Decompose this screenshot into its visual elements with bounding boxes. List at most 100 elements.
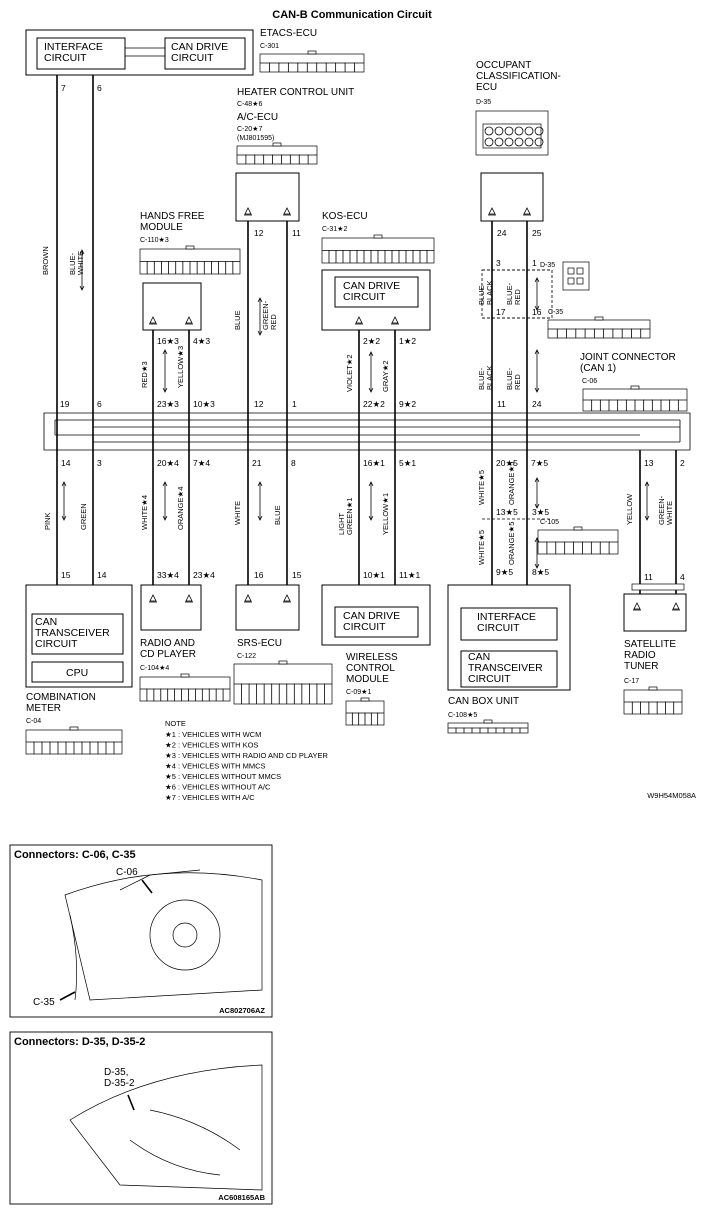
heater-terminal-11	[283, 207, 291, 215]
occupant-connector-pin	[504, 137, 514, 147]
canbox-signal-arrow-bottom-down	[534, 563, 540, 569]
combination-cpu-label: CPU	[66, 667, 88, 679]
satellite-signal-arrow-up	[644, 481, 650, 487]
note-item-7: ★7 : VEHICLES WITH A/C	[165, 793, 255, 802]
joint-bottom-pin-7: 5★1	[399, 458, 416, 468]
canbox-unit-code: C-108★5	[448, 711, 477, 719]
diagram-title: CAN-B Communication Circuit	[272, 9, 432, 21]
wcm-signal-arrow-down	[368, 515, 374, 521]
note-item-1: ★1 : VEHICLES WITH WCM	[165, 730, 261, 739]
canbox-wire-color-orange-top: ORANGE★5	[507, 462, 516, 505]
panel-d35	[9, 1031, 273, 1205]
srs-wire-color-blue: BLUE	[273, 505, 282, 525]
heater-pin-11: 11	[292, 228, 301, 238]
occupant-signal-arrow-top-down	[534, 305, 540, 311]
panel1-arrow-c35	[59, 991, 76, 1001]
etacs-connector-c301-key	[307, 50, 317, 55]
wcm-code-c09: C-09★1	[346, 688, 371, 696]
etacs-ecu-name: ETACS-ECU	[260, 28, 317, 39]
occupant-terminal-25	[523, 207, 531, 215]
occupant-connector-pin	[524, 137, 534, 147]
panel1-steering-hub	[172, 922, 198, 948]
occupant-connector-pin	[514, 126, 524, 136]
kos-wire-color-gray: GRAY★2	[381, 360, 390, 392]
kos-signal-arrow-down	[368, 387, 374, 393]
occupant-connector-pin	[494, 126, 504, 136]
d35-small-code: D-35	[540, 262, 555, 269]
combination-cpu	[31, 661, 124, 683]
joint-pin-22: 22★2	[363, 399, 385, 409]
wcm-connector-key	[360, 697, 370, 702]
kos-ecu-code-c31: C-31★2	[322, 225, 347, 233]
panel1-cluster	[119, 869, 201, 891]
hands-free-terminal-4	[185, 316, 193, 324]
radio-connector-c104-key	[180, 673, 190, 678]
heater-terminal-12	[244, 207, 252, 215]
radio-signal-arrow-up	[162, 481, 168, 487]
ac-ecu-name: A/C-ECU	[237, 112, 278, 123]
combination-signal-arrow-down	[61, 515, 67, 521]
etacs-pin-6: 6	[97, 83, 102, 93]
occupant-connector-pin	[484, 137, 494, 147]
canbox-connector-c108-key	[483, 719, 493, 724]
heater-wire-color-green-red: GREEN-RED	[261, 300, 278, 330]
occupant-connector-pin	[534, 126, 544, 136]
heater-unit-box	[235, 172, 300, 222]
radio-terminal-23	[185, 594, 193, 602]
satellite-connector-c17-key	[648, 686, 658, 691]
occupant-c35-pin-17: 17	[496, 307, 506, 317]
wcm-signal-arrow-up	[368, 481, 374, 487]
combination-signal-arrow-up	[61, 481, 67, 487]
etacs-signal-arrow-down	[79, 285, 85, 291]
satellite-inline-connector	[631, 583, 685, 591]
heater-code-c48: C-48★6	[237, 100, 262, 108]
kos-connector-key	[373, 234, 383, 239]
satellite-terminal-11	[633, 602, 641, 610]
etacs-ecu-code: C-301	[260, 43, 279, 50]
occupant-connector-pin	[494, 137, 504, 147]
etacs-connector-c301	[259, 50, 365, 73]
joint-bottom-pin-8: 20★5	[496, 458, 518, 468]
d35-small-pin	[576, 267, 584, 275]
panel2-arrow-d35	[127, 1094, 135, 1111]
etacs-wire-color-brown: BROWN	[41, 246, 50, 275]
joint-bottom-pin-3: 7★4	[193, 458, 210, 468]
wcm-wire-color-light-green: LIGHTGREEN★1	[337, 497, 354, 535]
heater-signal-arrow-up	[257, 297, 263, 303]
hands-free-wire-color-red: RED★3	[140, 361, 149, 388]
occupant-pin-24: 24	[497, 228, 507, 238]
occupant-ecu-code: D-35	[476, 99, 491, 106]
occupant-terminal-24	[488, 207, 496, 215]
etacs-pin-7: 7	[61, 83, 66, 93]
panel1-harness	[69, 914, 77, 1001]
joint-bus-outline	[43, 412, 691, 451]
joint-pin-23: 23★3	[157, 399, 179, 409]
radio-pin-23: 23★4	[193, 570, 215, 580]
canbox-can-transceiver	[460, 650, 558, 688]
wcm-pin-10: 10★1	[363, 570, 385, 580]
kos-terminal-2	[355, 316, 363, 324]
srs-pin-15: 15	[292, 570, 302, 580]
canbox-signal-arrow-top-up	[534, 477, 540, 483]
combination-can-transceiver	[31, 613, 124, 655]
joint-bottom-pin-0: 14	[61, 458, 71, 468]
srs-ecu-box	[235, 584, 300, 631]
etacs-interface-circuit	[36, 37, 126, 70]
panel2-seat-outline	[69, 1064, 263, 1191]
joint-pin-11: 11	[497, 399, 506, 409]
occupant-connector-pin	[504, 126, 514, 136]
srs-signal-arrow-down	[257, 515, 263, 521]
c35-connector	[547, 316, 651, 339]
combination-connector-c04-key	[69, 726, 79, 731]
wcm-can-drive-circuit	[334, 606, 419, 638]
joint-bottom-pin-2: 20★4	[157, 458, 179, 468]
radio-connector-c104	[139, 673, 231, 702]
